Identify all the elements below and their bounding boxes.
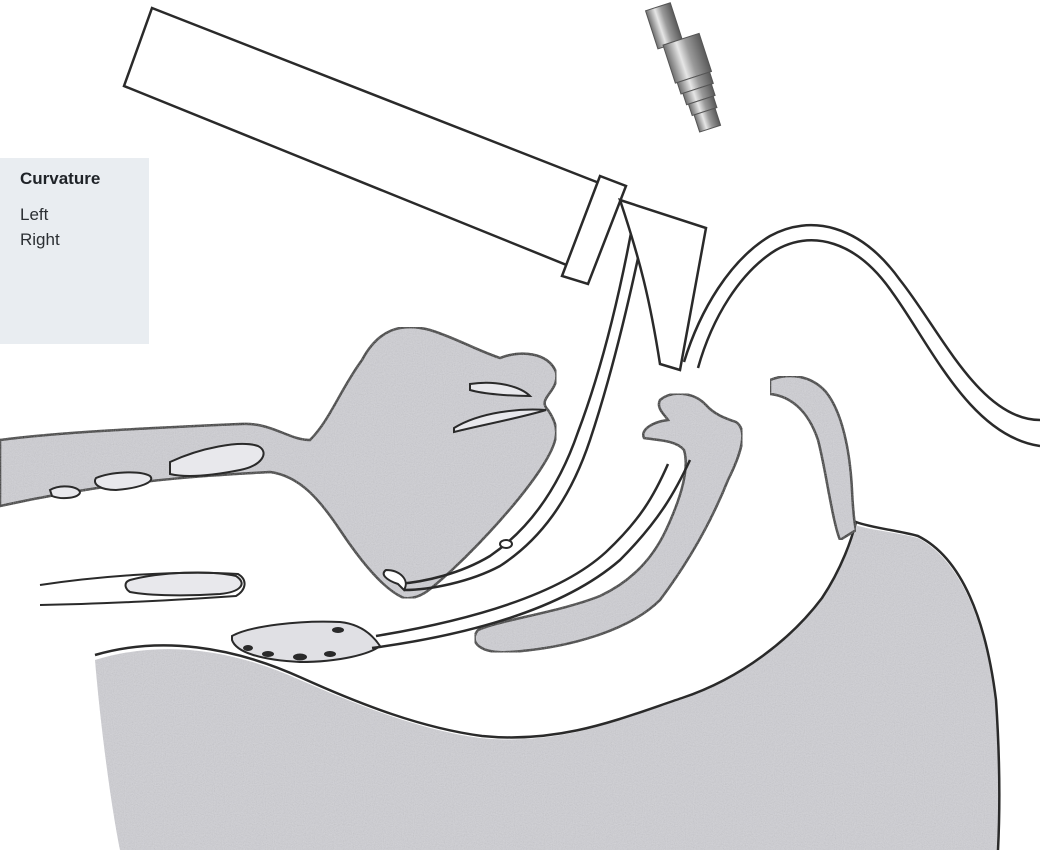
panel-header: Curvature <box>0 158 149 198</box>
panel-title: Curvature <box>20 169 100 189</box>
oral-lumen <box>126 573 242 596</box>
posterior-wall <box>770 376 856 540</box>
option-right[interactable]: Right <box>20 230 60 250</box>
laryngoscope-handle <box>124 8 612 268</box>
curvature-panel: Curvature Left Right <box>0 158 149 344</box>
cable-outer <box>684 225 1040 420</box>
upper-tissue-mass <box>0 327 556 598</box>
passage-lumen-2 <box>95 472 151 490</box>
passage-lumen-3 <box>50 486 80 498</box>
metal-instrument <box>646 0 729 136</box>
blade-light <box>500 540 512 548</box>
option-left[interactable]: Left <box>20 205 48 225</box>
cable-inner <box>698 240 1040 446</box>
